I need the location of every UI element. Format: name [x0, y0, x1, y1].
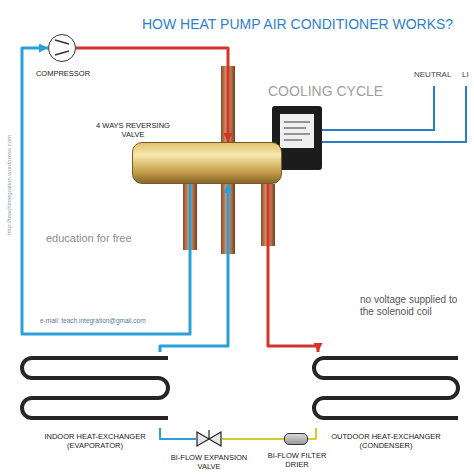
- watermark-url: http://teachintegration.wordpress.com: [6, 135, 13, 235]
- refrigerant-line: [160, 428, 196, 439]
- coil-node: OUTDOOR HEAT-EXCHANGER (CONDENSER): [310, 352, 462, 428]
- node-label: BI-FLOW EXPANSION VALVE: [166, 453, 252, 471]
- node-label: BI-FLOW FILTER DRIER: [261, 451, 333, 469]
- node-label: INDOOR HEAT-EXCHANGER (EVAPORATOR): [30, 432, 160, 450]
- expansion-valve-symbol: [196, 429, 222, 449]
- drier-node: BI-FLOW FILTER DRIER: [284, 433, 308, 445]
- diagram-title: HOW HEAT PUMP AIR CONDITIONER WORKS?: [142, 16, 453, 33]
- watermark: education for free: [46, 232, 132, 245]
- email-note: e-mail: teach.integration@gmail.com: [40, 317, 146, 325]
- refrigerant-line: [160, 184, 228, 352]
- compressor-symbol: [49, 35, 74, 60]
- wire-name: LI: [462, 70, 469, 80]
- refrigerant-line: [76, 48, 228, 142]
- coil-node: INDOOR HEAT-EXCHANGER (EVAPORATOR): [18, 352, 172, 428]
- refrigerant-line: [222, 438, 284, 440]
- wire-name: NEUTRAL: [414, 70, 451, 80]
- node-label: 4 WAYS REVERSING VALVE: [87, 121, 179, 139]
- compressor-lines: [55, 40, 69, 55]
- compressor-node: COMPRESSOR: [48, 34, 76, 62]
- node-label: OUTDOOR HEAT-EXCHANGER (CONDENSER): [316, 432, 456, 450]
- coil-tube: [314, 358, 458, 418]
- refrigerant-line: [22, 48, 190, 334]
- sticker-lines: [284, 122, 310, 140]
- refrigerant-line: [268, 184, 318, 352]
- heat-exchanger-coil: [18, 352, 172, 428]
- cycle-label: COOLING CYCLE: [268, 83, 383, 100]
- node-label: COMPRESSOR: [23, 69, 103, 78]
- expansion-node: BI-FLOW EXPANSION VALVE: [196, 429, 222, 449]
- coil-tube: [22, 358, 168, 418]
- heat-exchanger-coil: [310, 352, 462, 428]
- bow-tie: [197, 430, 221, 446]
- note: no voltage supplied to the solenoid coil: [360, 294, 470, 318]
- refrigerant-line: [308, 428, 316, 439]
- reversing-valve: 4 WAYS REVERSING VALVE: [132, 142, 282, 184]
- coil-sticker: [280, 114, 314, 148]
